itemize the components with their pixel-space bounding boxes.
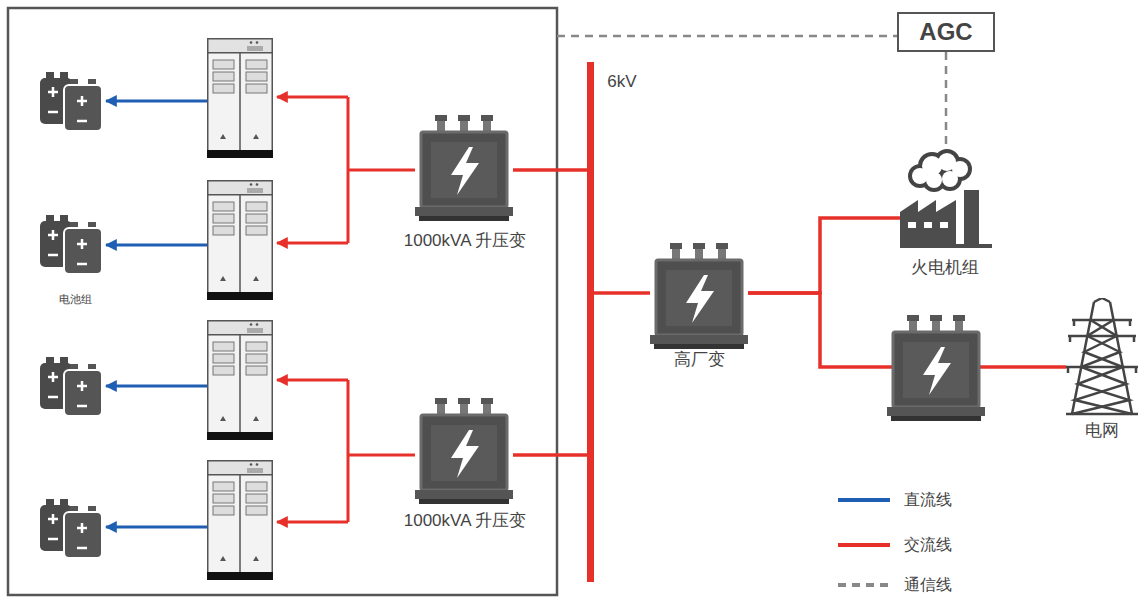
- dc-line: [106, 385, 207, 388]
- ac-line: [594, 291, 650, 295]
- node-label: 6kV: [607, 72, 636, 92]
- bus-bar: [587, 62, 594, 582]
- node-label: AGC: [919, 18, 972, 47]
- xfmr-icon: [415, 398, 513, 504]
- pcs-cabinet: [207, 39, 273, 158]
- plant-transformer: 高厂变: [650, 243, 748, 349]
- legend-sample: [838, 583, 890, 587]
- communication-line: [557, 35, 897, 38]
- battery-icon: [40, 72, 102, 131]
- ac-line: [348, 454, 415, 457]
- dc-line: [106, 244, 207, 247]
- ac-line: [347, 97, 350, 243]
- xfmr-icon: [650, 243, 748, 349]
- grid-transformer: [887, 315, 985, 421]
- dc-line: [106, 100, 207, 103]
- thermal-unit-shape: [900, 148, 992, 248]
- ac-line: [277, 242, 348, 245]
- node-label: 火电机组: [911, 258, 979, 278]
- ac-line: [347, 380, 350, 522]
- step-up-transformer-shape: [415, 398, 513, 504]
- factory-icon: [900, 149, 992, 248]
- ac-line: [277, 96, 348, 99]
- legend-text: 直流线: [904, 490, 952, 509]
- dc-wiring: [106, 101, 207, 527]
- pcs-cabinet: [207, 461, 273, 580]
- bus-bar: [587, 62, 594, 582]
- pcs-cabinet: [207, 181, 273, 300]
- battery-icon: [40, 499, 102, 558]
- step-up-transformer-shape: [415, 115, 513, 221]
- node-label: 1000kVA 升压变: [404, 511, 527, 531]
- step-up-transformer: 1000kVA 升压变: [415, 398, 513, 504]
- storage-container: [8, 8, 557, 595]
- ac-line: [513, 453, 587, 457]
- power-grid-shape: [1066, 298, 1138, 416]
- bus-6kv: 6kV: [587, 62, 594, 582]
- plant-transformer-shape: [650, 243, 748, 349]
- step-up-transformer: 1000kVA 升压变: [415, 115, 513, 221]
- dc-line: [106, 526, 207, 529]
- legend-sample: [838, 543, 890, 547]
- power-grid: 电网: [1066, 298, 1138, 416]
- node-label: 1000kVA 升压变: [404, 231, 527, 251]
- battery-group-label: 电池组: [59, 293, 92, 306]
- ac-line: [513, 168, 587, 172]
- ac-line: [277, 521, 348, 524]
- ac-line: [748, 218, 900, 293]
- ac-line: [348, 169, 415, 172]
- legend-sample: [838, 498, 890, 502]
- pcs-cabinet: [207, 321, 273, 440]
- battery-icon: [40, 215, 102, 274]
- agc-box: AGC: [897, 12, 995, 52]
- node-label: 电网: [1085, 421, 1119, 441]
- communication-line: [945, 52, 948, 148]
- node-label: 高厂变: [674, 350, 725, 370]
- legend-text: 交流线: [904, 535, 952, 554]
- xfmr-icon: [415, 115, 513, 221]
- tower-icon: [1066, 298, 1138, 414]
- ac-line: [277, 379, 348, 382]
- bus-6kv-shape: [587, 62, 594, 582]
- battery-icon: [40, 357, 102, 416]
- legend-text: 通信线: [904, 575, 952, 594]
- ac-wiring: [277, 97, 415, 522]
- thermal-unit: 火电机组: [900, 148, 992, 248]
